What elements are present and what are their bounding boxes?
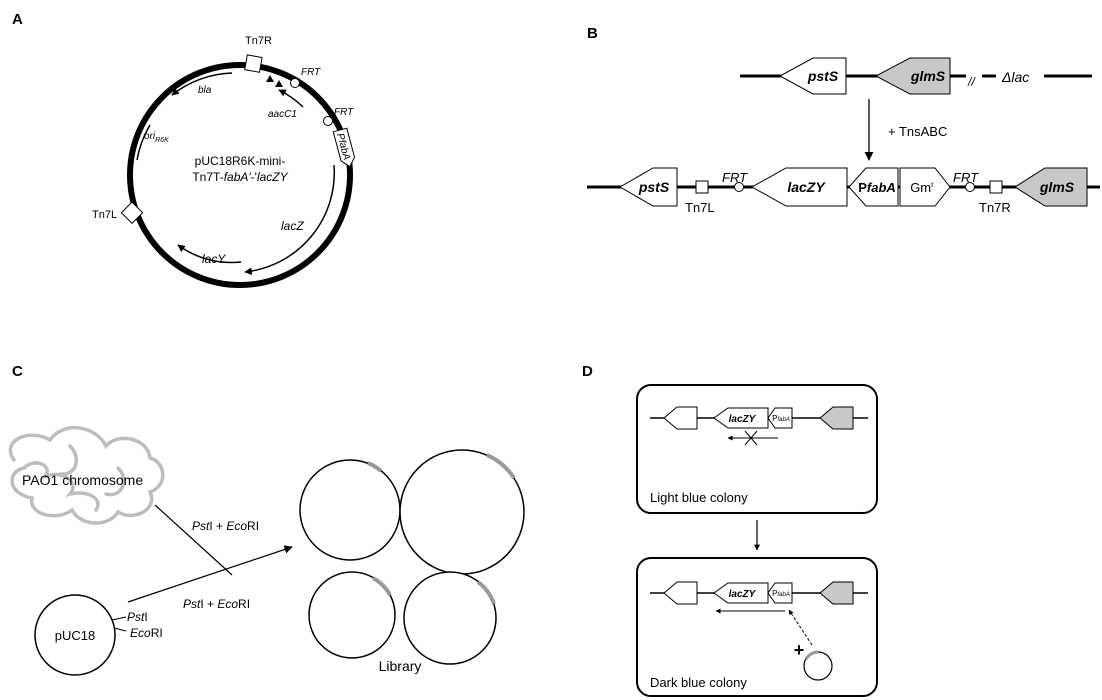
- tn7l-label: Tn7L: [92, 209, 117, 221]
- dark-right-gene: [819, 581, 854, 605]
- lacZY-label: lacZY: [787, 179, 826, 195]
- puc18-plasmid: [34, 594, 116, 676]
- dark-promoter: [767, 582, 793, 604]
- plasmid-name-line1: pUC18R6K-mini-: [195, 154, 286, 168]
- light-promoter: [767, 407, 793, 429]
- panel-c-letter: C: [12, 363, 23, 380]
- pfabA-arrow: PfabA: [332, 127, 356, 168]
- enzymes-bottom-label: PstI + EcoRI: [183, 597, 250, 611]
- lacZ-arrow: [244, 164, 336, 275]
- break-gap: [966, 70, 982, 82]
- library-insert-4: [476, 580, 496, 605]
- glmS-bottom-gene: [1014, 167, 1088, 207]
- light-promoter-label: PfabA: [772, 414, 790, 423]
- frt-site-1: [290, 78, 300, 88]
- dark-activation-arrow: [788, 609, 813, 646]
- panel-d: D lacZY PfabA Light blue colony lacZY Pf…: [582, 363, 878, 697]
- lacZ-label: lacZ: [281, 219, 304, 233]
- library-insert-2: [486, 453, 516, 480]
- dark-plus-sign: +: [794, 640, 805, 660]
- lacZY-gene: [750, 167, 848, 207]
- tnsabc-label: + TnsABC: [888, 124, 947, 139]
- pstS-bottom-gene: [618, 167, 678, 207]
- dark-left-gene: [663, 581, 698, 605]
- plasmid-backbone: [127, 62, 353, 288]
- panel-d-letter: D: [582, 363, 593, 380]
- panel-c: C PAO1 chromosome PstI + EcoRI pUC18 Pst…: [8, 363, 525, 676]
- break-mark: //: [967, 75, 976, 89]
- light-lacZY-label: lacZY: [729, 414, 757, 425]
- psti-label: PstI: [127, 610, 148, 624]
- library-plasmid-4: [403, 571, 497, 665]
- pstS-top-label: pstS: [807, 68, 839, 84]
- enzymes-top-label: PstI + EcoRI: [192, 519, 259, 533]
- panel-b: B pstS glmS // Δlac + TnsABC pstS Tn7L F…: [587, 25, 1100, 215]
- library-label: Library: [379, 658, 422, 674]
- pfabA-promoter: [848, 167, 899, 207]
- library-insert-1: [367, 461, 383, 473]
- lacY-label: lacY: [202, 252, 226, 266]
- tn7l-site: [120, 201, 144, 225]
- dark-promoter-label: PfabA: [772, 589, 790, 598]
- frt-right-label: FRT: [953, 170, 979, 185]
- ecori-label: EcoRI: [130, 626, 163, 640]
- tn7l-box: [695, 180, 709, 194]
- light-right-gene: [819, 406, 854, 430]
- light-colony-caption: Light blue colony: [650, 490, 748, 505]
- digest-line-chromosome: [154, 504, 233, 576]
- pfabA-label-b: PfabA: [858, 180, 896, 195]
- puc18-label: pUC18: [55, 628, 95, 643]
- panel-a: A PfabA Tn7R Tn7L FRT FRT bla aacC1 oriR…: [12, 11, 356, 288]
- library-insert-3: [371, 576, 392, 597]
- frt-right-site: [965, 182, 975, 192]
- frt-site-2: [323, 116, 333, 126]
- light-block-cross-b: [744, 430, 758, 446]
- triangle-marker-2: [275, 80, 283, 87]
- frt-label-2: FRT: [334, 107, 354, 118]
- library-plasmid-3: [308, 571, 396, 659]
- ecori-site-line: [113, 627, 127, 632]
- tn7r-site: [244, 54, 263, 73]
- glmS-bottom-label: glmS: [1039, 179, 1075, 195]
- frt-left-label: FRT: [722, 170, 748, 185]
- light-lacZY-gene: [713, 407, 769, 429]
- lacY-arrow: [177, 244, 242, 264]
- dark-library-insert: [804, 650, 819, 660]
- tn7l-bottom-label: Tn7L: [685, 200, 715, 215]
- tn7r-box: [989, 180, 1003, 194]
- delta-lac-label: Δlac: [1001, 69, 1029, 85]
- tn7r-bottom-label: Tn7R: [979, 200, 1011, 215]
- pstS-bottom-label: pstS: [638, 179, 670, 195]
- plasmid-name-line2: Tn7T-fabA'-'lacZY: [192, 170, 288, 184]
- tn7r-label: Tn7R: [245, 35, 272, 47]
- glmS-top-gene: [874, 57, 951, 95]
- ori-arc: [136, 124, 151, 161]
- psti-site-line: [111, 616, 127, 621]
- aacC1-label: aacC1: [268, 109, 297, 120]
- aacC1-arrow: [278, 89, 304, 108]
- light-left-gene: [663, 406, 698, 430]
- library-plasmid-1: [299, 459, 401, 561]
- glmS-top-label: glmS: [910, 68, 946, 84]
- pstS-top-gene: [778, 57, 847, 95]
- ligation-arrow: [127, 545, 293, 603]
- dark-lacZY-label: lacZY: [729, 589, 757, 600]
- panel-a-letter: A: [12, 11, 23, 28]
- ori-label: oriR6K: [144, 131, 169, 144]
- gm-resistance-gene: [899, 167, 951, 207]
- chromosome-label: PAO1 chromosome: [22, 472, 143, 488]
- frt-left-site: [734, 182, 744, 192]
- bla-label: bla: [198, 85, 212, 96]
- delta-lac-gap: [996, 68, 1044, 84]
- gm-label: Gmr: [910, 180, 934, 195]
- dark-colony-caption: Dark blue colony: [650, 675, 747, 690]
- panel-b-letter: B: [587, 25, 598, 42]
- dark-lacZY-gene: [713, 582, 769, 604]
- triangle-marker-1: [266, 75, 274, 82]
- bla-arrow: [171, 72, 233, 96]
- chromosome-squiggle: [8, 425, 165, 525]
- frt-label-1: FRT: [301, 67, 321, 78]
